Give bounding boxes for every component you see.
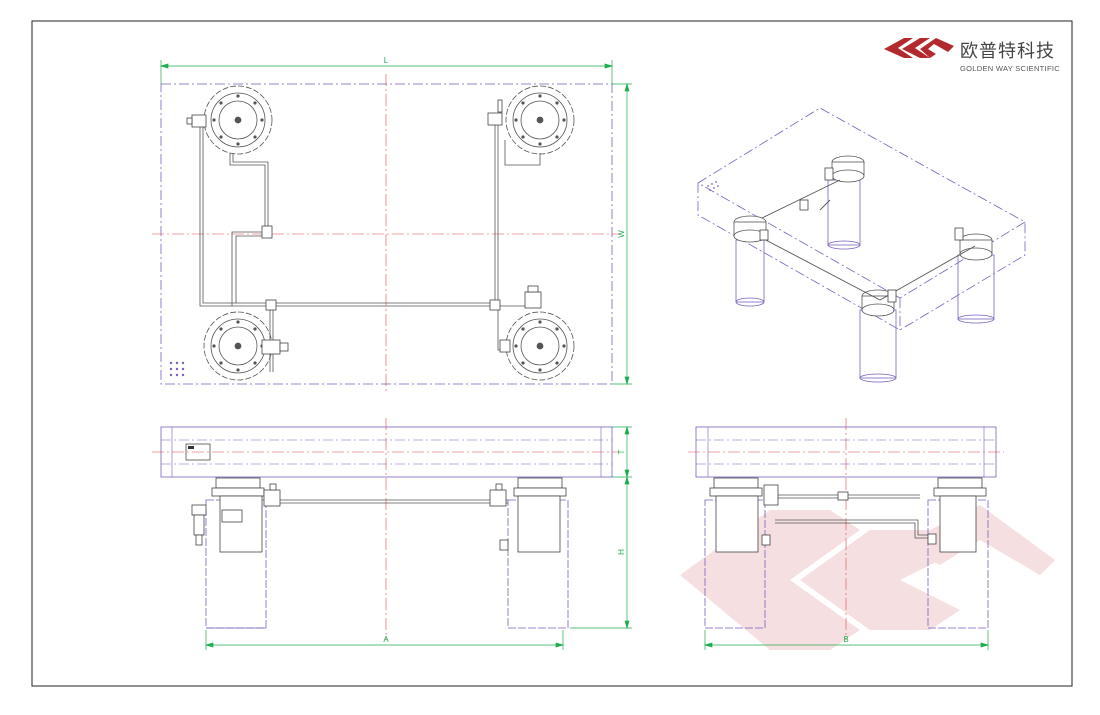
isolator-top-right [505, 85, 575, 155]
dimension-l-label: L [384, 56, 389, 65]
leveling-valves [186, 99, 542, 355]
top-view-centerlines [152, 74, 620, 392]
dimension-w-label: W [617, 230, 626, 238]
side-view: B [688, 418, 1004, 650]
front-view: A T H [152, 418, 632, 650]
dimension-a-label: A [383, 635, 389, 644]
company-name-en: GOLDEN WAY SCIENTIFIC [960, 64, 1060, 73]
dimension-h [570, 475, 632, 630]
mounting-holes [169, 361, 185, 377]
dimension-l [159, 60, 614, 84]
air-filter [191, 504, 207, 546]
dimension-t [612, 425, 632, 479]
company-name-cn: 欧普特科技 [960, 41, 1055, 62]
gw-logo-mark-icon [884, 38, 954, 58]
dimension-w [612, 82, 632, 386]
dimension-a [204, 630, 565, 650]
isometric-view [697, 107, 1026, 383]
air-piping [199, 118, 541, 372]
dimension-t-label: T [617, 449, 626, 454]
dimension-b-label: B [843, 635, 848, 644]
dimension-b [703, 630, 990, 650]
top-view: L W [152, 56, 632, 392]
sheet-border [31, 20, 1073, 687]
dimension-h-label: H [617, 549, 626, 555]
company-logo: 欧普特科技 GOLDEN WAY SCIENTIFIC [960, 37, 1060, 73]
